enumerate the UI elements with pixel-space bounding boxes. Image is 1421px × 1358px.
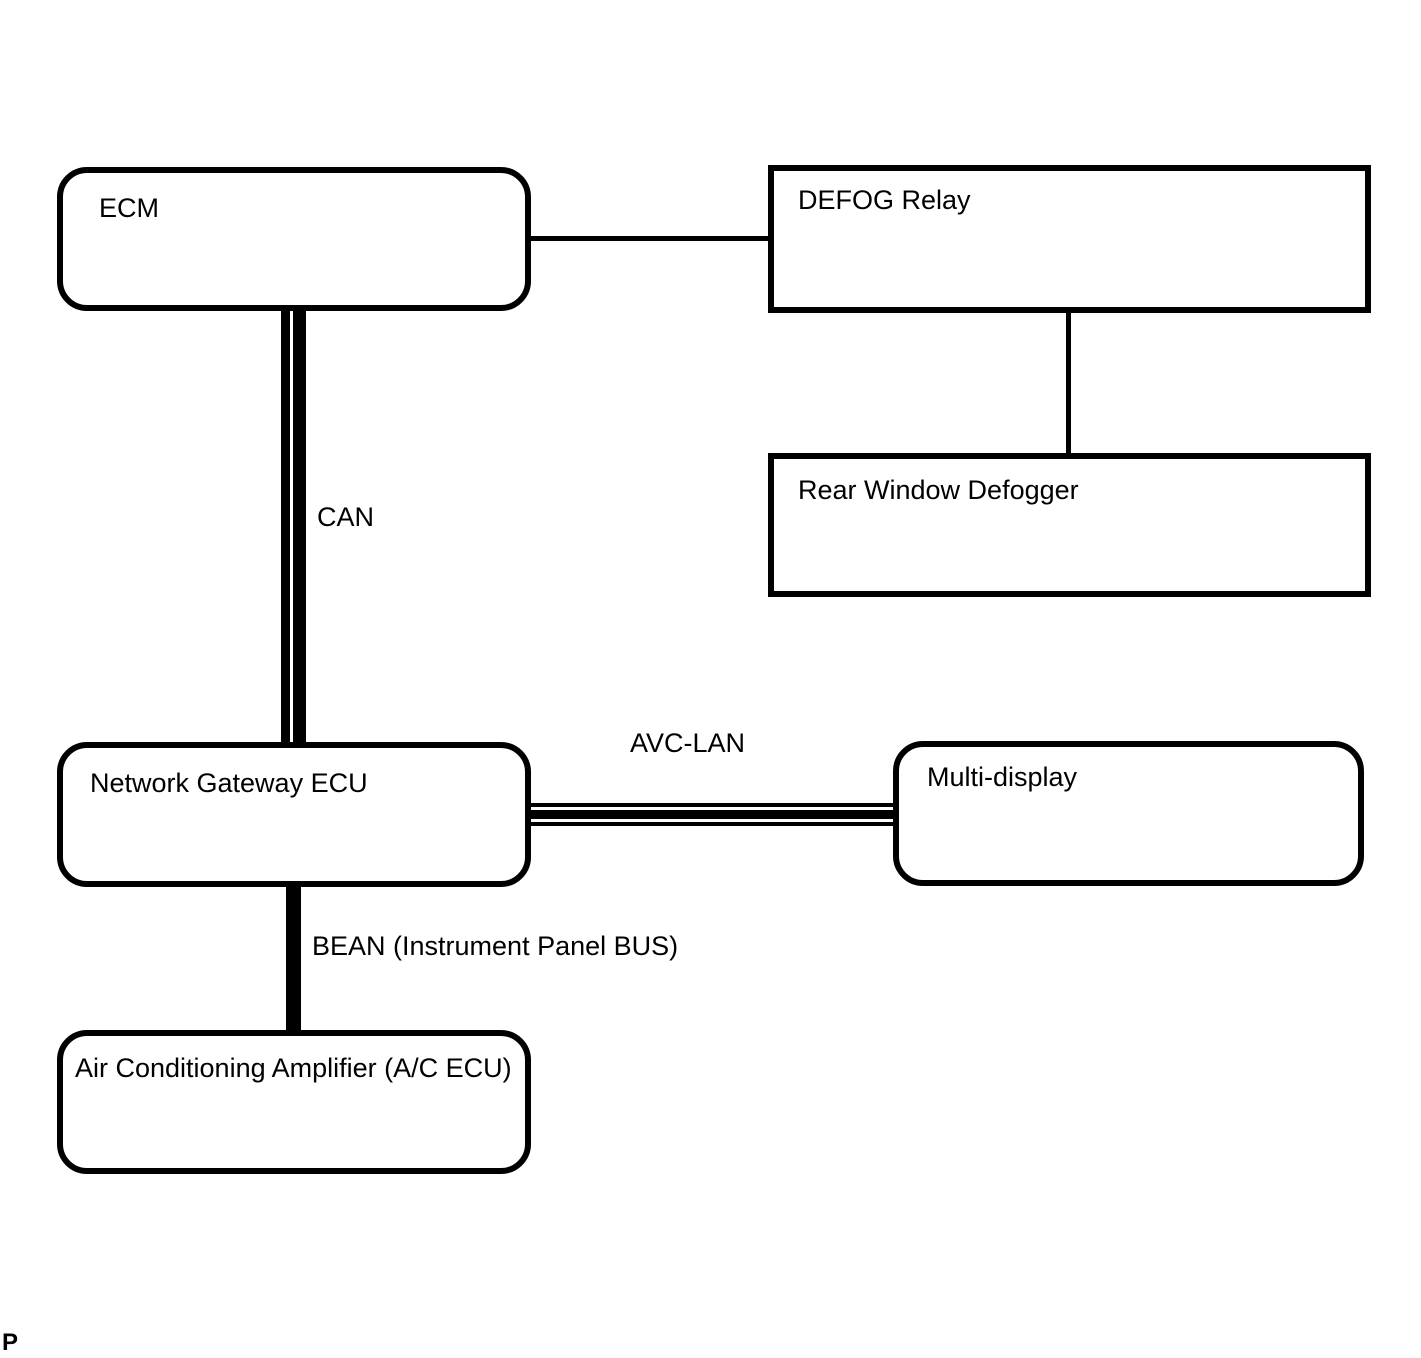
edge-label-bean: BEAN (Instrument Panel BUS) bbox=[312, 931, 679, 961]
edge-label-avc-lan: AVC-LAN bbox=[630, 728, 746, 758]
avc-lan-stroke-bottom bbox=[531, 822, 893, 826]
node-network-gateway-ecu: Network Gateway ECU bbox=[57, 742, 531, 887]
node-defog-relay-label: DEFOG Relay bbox=[798, 185, 971, 215]
node-defog-relay: DEFOG Relay bbox=[768, 165, 1371, 313]
edge-ecm-to-defog-relay bbox=[531, 236, 768, 241]
page-marker: P bbox=[2, 1329, 19, 1356]
edge-defog-relay-to-rear-defogger bbox=[1066, 313, 1071, 453]
node-rear-window-defogger-label: Rear Window Defogger bbox=[798, 475, 1079, 505]
node-ecm-label: ECM bbox=[99, 193, 159, 223]
edge-avc-lan-bus bbox=[531, 803, 893, 826]
node-network-gateway-ecu-label: Network Gateway ECU bbox=[90, 768, 368, 798]
edge-bean-bus bbox=[286, 887, 301, 1030]
node-ac-amplifier-label: Air Conditioning Amplifier (A/C ECU) bbox=[75, 1053, 512, 1083]
avc-lan-stroke-middle bbox=[531, 810, 893, 819]
edge-can-bus-stroke-left bbox=[281, 311, 290, 742]
node-multi-display: Multi-display bbox=[893, 741, 1364, 886]
node-ecm: ECM bbox=[57, 167, 531, 311]
node-multi-display-label: Multi-display bbox=[927, 762, 1078, 792]
edge-can-bus-stroke-right bbox=[293, 311, 306, 742]
edge-label-can: CAN bbox=[317, 502, 375, 532]
avc-lan-stroke-top bbox=[531, 803, 893, 807]
node-ac-amplifier: Air Conditioning Amplifier (A/C ECU) bbox=[57, 1030, 531, 1174]
node-rear-window-defogger: Rear Window Defogger bbox=[768, 453, 1371, 597]
